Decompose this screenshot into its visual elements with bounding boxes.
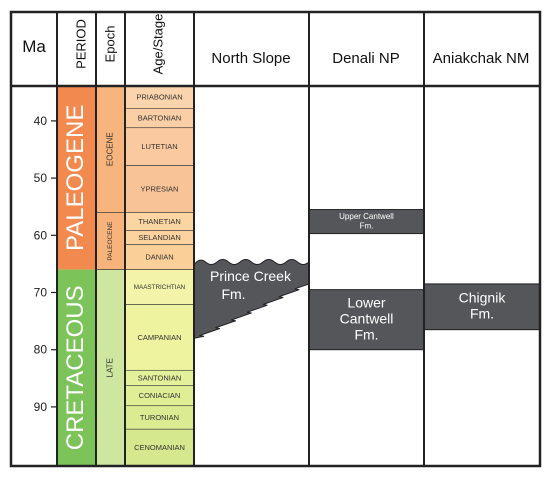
stage-label-selandian: SELANDIAN [138, 233, 181, 242]
stage-box-cenomanian [124, 428, 195, 467]
formation-upper-cantwell-fm-shape [308, 209, 425, 235]
formation-lower-cantwell-fm-label-line2: Cantwell [340, 310, 394, 326]
epoch-label-eocene: EOCENE [106, 132, 115, 166]
formation-chignik-fm-label: Chignik [459, 289, 507, 305]
header-ma: Ma [22, 37, 46, 56]
stage-label-priabonian: PRIABONIAN [136, 93, 182, 102]
header-north-slope: North Slope [211, 50, 290, 67]
period-box-paleogene [57, 86, 96, 270]
stage-label-coniacian: CONIACIAN [139, 391, 181, 400]
epoch-label-paleocene: PALEOCENE [107, 221, 114, 261]
period-box-cretaceous [57, 269, 96, 466]
formation-prince-creek-fm-label: Prince Creek [210, 268, 292, 284]
periods-layer: PALEOGENE CRETACEOUS [57, 86, 96, 466]
stage-label-santonian: SANTONIAN [138, 373, 182, 382]
header-aniakchak: Aniakchak NM [433, 50, 530, 67]
stage-box-maastrichtian [124, 269, 195, 305]
stage-label-cenomanian: CENOMANIAN [134, 443, 185, 452]
stage-label-bartonian: BARTONIAN [138, 114, 181, 123]
period-label-paleogene: PALEOGENE [62, 105, 89, 251]
formation-chignik-fm-shape [423, 283, 541, 331]
age-tick-label-90: 90 [34, 400, 48, 414]
stages-layer: PRIABONIAN BARTONIAN LUTETIAN YPRESIAN THANE… [124, 85, 195, 467]
table-grid [9, 10, 542, 468]
stage-box-lutetian [124, 127, 195, 166]
stage-label-ypresian: YPRESIAN [141, 184, 179, 193]
formation-prince-creek-fm-shape [193, 259, 310, 339]
stage-label-campanian: CAMPANIAN [137, 333, 181, 342]
stage-label-lutetian: LUTETIAN [141, 142, 177, 151]
formation-lower-cantwell-fm-label-line3: Fm. [354, 326, 378, 342]
formation-chignik-fm-label-line2: Fm. [470, 306, 494, 322]
formation-prince-creek-fm-label-line2: Fm. [221, 286, 245, 302]
grid-frame [9, 10, 542, 468]
period-label-cretaceous: CRETACEOUS [62, 285, 89, 450]
epoch-label-late: LATE [106, 358, 115, 377]
age-tick-label-80: 80 [34, 343, 48, 357]
formation-upper-cantwell-fm-label: Upper Cantwell [339, 212, 394, 221]
age-axis: 40 50 60 70 80 90 [34, 114, 57, 414]
header-epoch: Epoch [102, 26, 117, 63]
formation-lower-cantwell-fm-label: Lower [347, 294, 385, 310]
age-tick-label-70: 70 [34, 285, 48, 299]
formation-lower-cantwell-fm-shape [308, 289, 425, 351]
age-tick-label-50: 50 [34, 171, 48, 185]
epochs-layer: EOCENE PALEOCENE LATE [95, 85, 126, 467]
age-tick-label-60: 60 [34, 228, 48, 242]
stage-box-danian [124, 244, 195, 270]
formation-upper-cantwell-fm-label-line2: Fm. [360, 221, 374, 230]
stage-box-campanian [124, 304, 195, 371]
stage-label-maastrichtian: MAASTRICHTIAN [134, 284, 186, 291]
stage-label-turonian: TURONIAN [140, 413, 179, 422]
header-row: Ma PERIOD Epoch Age/Stage North Slope De… [22, 14, 529, 75]
stage-label-thanetian: THANETIAN [138, 217, 181, 226]
stage-label-danian: DANIAN [145, 253, 173, 262]
header-stage: Age/Stage [150, 14, 165, 75]
header-denali: Denali NP [332, 50, 400, 67]
header-period: PERIOD [73, 19, 88, 69]
age-tick-label-40: 40 [34, 114, 48, 128]
